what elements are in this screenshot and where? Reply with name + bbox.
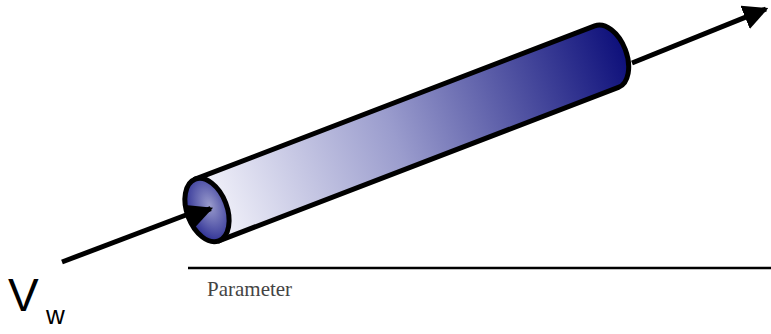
velocity-symbol: V <box>8 272 39 318</box>
cylinder-body <box>195 19 637 241</box>
flow-arrow-out <box>632 9 766 63</box>
velocity-subscript: w <box>46 302 65 328</box>
parameter-line <box>188 267 771 270</box>
cylinder-cap <box>177 172 238 248</box>
parameter-label: Parameter <box>207 279 292 300</box>
flow-arrow-in <box>62 215 186 262</box>
flow-arrow-head <box>186 209 210 218</box>
